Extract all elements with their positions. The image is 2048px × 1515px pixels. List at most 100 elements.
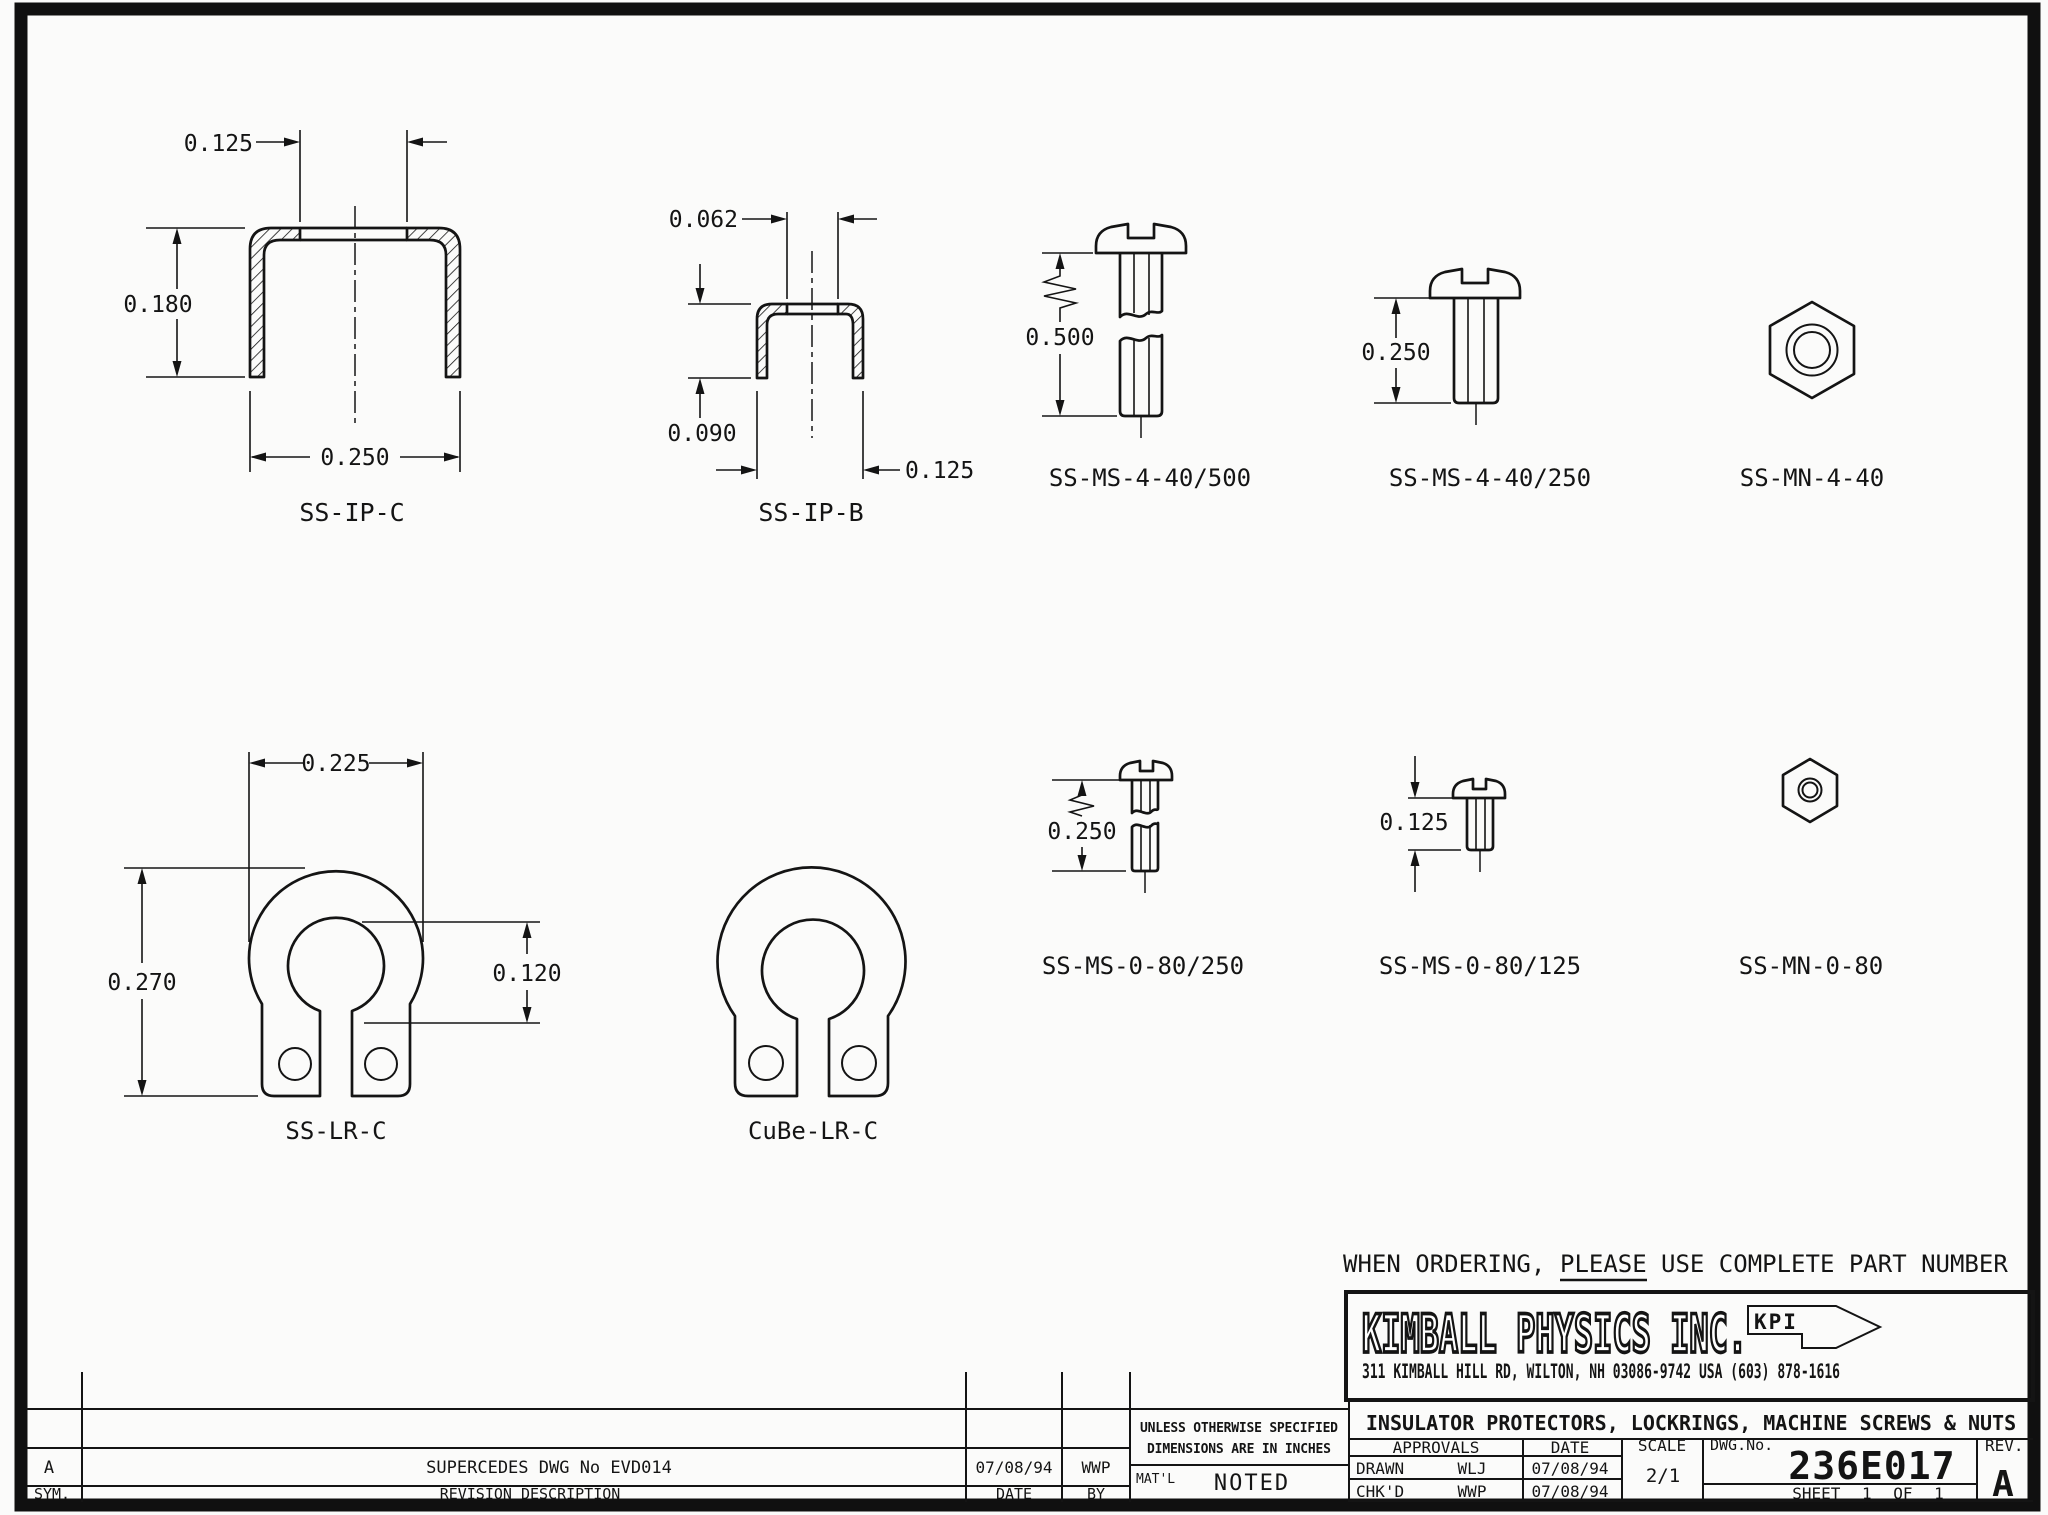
nut-chamfer-circle xyxy=(1797,777,1823,803)
lug-hole-right xyxy=(841,1045,877,1081)
dwg-no-label: DWG.No. xyxy=(1710,1436,1773,1454)
revision-by: WWP xyxy=(1082,1458,1111,1477)
approvals-header: APPROVALS xyxy=(1393,1438,1480,1457)
material-value: NOTED xyxy=(1214,1471,1290,1496)
part-label: SS-IP-B xyxy=(758,498,863,527)
company-address-wrap: 311 KIMBALL HILL RD, WILTON, NH 03086-97… xyxy=(1362,1360,1840,1382)
screw-shank xyxy=(1452,298,1500,405)
dim-bore: 0.120 xyxy=(492,961,561,987)
part-label: SS-MS-4-40/250 xyxy=(1389,464,1591,492)
thread-lines xyxy=(1475,798,1486,850)
company-address: 311 KIMBALL HILL RD, WILTON, NH 03086-97… xyxy=(1362,1360,1840,1382)
lockring-outline xyxy=(247,869,425,1098)
part-ss-mn-4-40: SS-MN-4-40 xyxy=(1740,300,1885,492)
part-label: SS-MS-0-80/125 xyxy=(1379,952,1581,980)
checked-date: 07/08/94 xyxy=(1531,1482,1608,1501)
dim-length: 0.250 xyxy=(1361,340,1430,366)
dim-width: 0.250 xyxy=(320,445,389,471)
part-label: SS-MN-4-40 xyxy=(1740,464,1885,492)
order-note-emphasis: PLEASE xyxy=(1560,1250,1647,1278)
revision-table-lines xyxy=(27,1372,1348,1502)
tolerance-note-block: UNLESS OTHERWISE SPECIFIED DIMENSIONS AR… xyxy=(1129,1372,1348,1502)
screw-shank-lower xyxy=(1130,821,1160,873)
screw-head xyxy=(1428,267,1522,300)
nut-bore-circle xyxy=(1801,781,1819,799)
part-ss-mn-0-80: SS-MN-0-80 xyxy=(1739,757,1884,980)
dim-width: 0.225 xyxy=(301,751,370,777)
part-ss-ip-c: 0.125 0.180 0.250 SS-IP-C xyxy=(123,130,462,527)
screw-head xyxy=(1118,759,1174,782)
thread-lines-lower xyxy=(1133,338,1150,416)
company-name-wrap: KIMBALL PHYSICS INC. xyxy=(1361,1302,1749,1367)
by-header: BY xyxy=(1087,1485,1105,1503)
sheet-border xyxy=(14,2,2041,1512)
title-block-lines xyxy=(1348,1399,2033,1502)
sym-header: SYM. xyxy=(34,1485,70,1503)
revision-table: A SUPERCEDES DWG No EVD014 07/08/94 WWP … xyxy=(27,1372,1348,1503)
cap-wall-right xyxy=(405,226,462,379)
title-block: INSULATOR PROTECTORS, LOCKRINGS, MACHINE… xyxy=(1348,1399,2033,1505)
order-note: WHEN ORDERING, PLEASE USE COMPLETE PART NU… xyxy=(1343,1250,2008,1282)
lug-hole-left xyxy=(748,1045,784,1081)
revision-date: 07/08/94 xyxy=(975,1458,1052,1477)
dim-height: 0.090 xyxy=(667,421,736,447)
checked-label: CHK'D xyxy=(1356,1482,1404,1501)
screw-shank-lower xyxy=(1118,333,1164,418)
kpi-logo: KPI xyxy=(1747,1305,1883,1349)
part-ss-ms-0-80-125: 0.125 SS-MS-0-80/125 xyxy=(1379,756,1581,980)
extension-lines xyxy=(124,752,540,1097)
order-note-suffix: USE COMPLETE PART NUMBER xyxy=(1661,1250,2008,1278)
dimension-lines xyxy=(699,218,900,471)
rev-value: A xyxy=(1992,1464,2014,1505)
drawn-label: DRAWN xyxy=(1356,1459,1404,1478)
scale-value: 2/1 xyxy=(1646,1465,1680,1487)
scale-label: SCALE xyxy=(1638,1436,1686,1455)
checked-by: WWP xyxy=(1458,1482,1487,1501)
cap-wall-right xyxy=(836,302,865,380)
part-label: CuBe-LR-C xyxy=(748,1117,878,1145)
screw-head xyxy=(1094,222,1188,255)
drawing-title: INSULATOR PROTECTORS, LOCKRINGS, MACHINE… xyxy=(1366,1411,2016,1435)
thread-lines-lower xyxy=(1140,825,1151,871)
dim-length: 0.250 xyxy=(1047,819,1116,845)
cap-wall-left xyxy=(248,226,302,379)
dwg-no-value: 236E017 xyxy=(1788,1444,1955,1488)
cap-wall-left xyxy=(755,302,789,380)
drawn-by: WLJ xyxy=(1458,1459,1487,1478)
dim-height: 0.180 xyxy=(123,292,192,318)
unless-note-line2: DIMENSIONS ARE IN INCHES xyxy=(1147,1442,1331,1457)
note-block-lines xyxy=(1129,1372,1348,1502)
dim-length: 0.500 xyxy=(1025,325,1094,351)
dim-slot-width: 0.062 xyxy=(669,207,738,233)
extension-lines xyxy=(688,212,864,479)
thread-lines xyxy=(1467,298,1485,403)
part-ss-ms-4-40-250: 0.250 SS-MS-4-40/250 xyxy=(1361,267,1591,492)
description-header: REVISION DESCRIPTION xyxy=(440,1485,621,1503)
dimension-arrows xyxy=(137,758,532,1096)
thread-lines-upper xyxy=(1133,253,1150,315)
extension-lines xyxy=(146,130,461,472)
part-ss-ms-0-80-250: 0.250 SS-MS-0-80/250 xyxy=(1042,759,1244,980)
sheet-number: SHEET 1 OF 1 xyxy=(1792,1484,1944,1503)
part-ss-ip-b: 0.062 0.090 0.125 SS-IP-B xyxy=(667,207,974,527)
hex-nut-outline xyxy=(1768,300,1856,400)
part-label: SS-IP-C xyxy=(299,498,404,527)
dimension-lines xyxy=(176,141,458,458)
dim-slot-width: 0.125 xyxy=(184,131,253,157)
screw-shank-upper xyxy=(1118,253,1164,319)
revision-row: A SUPERCEDES DWG No EVD014 07/08/94 WWP xyxy=(44,1458,1111,1478)
screw-shank-upper xyxy=(1130,780,1160,815)
drawn-date: 07/08/94 xyxy=(1531,1459,1608,1478)
lug-hole-right xyxy=(364,1047,398,1081)
part-label: SS-MS-4-40/500 xyxy=(1049,464,1251,492)
order-note-prefix: WHEN ORDERING, xyxy=(1343,1250,1545,1278)
dim-width: 0.125 xyxy=(905,458,974,484)
rev-label: REV. xyxy=(1985,1436,2024,1455)
screw-head xyxy=(1451,777,1507,800)
hex-nut-outline xyxy=(1781,757,1839,824)
part-label: SS-MN-0-80 xyxy=(1739,952,1884,980)
date-header: DATE xyxy=(1551,1438,1590,1457)
extension-lines xyxy=(1374,297,1451,404)
material-label: MAT'L xyxy=(1136,1472,1175,1487)
